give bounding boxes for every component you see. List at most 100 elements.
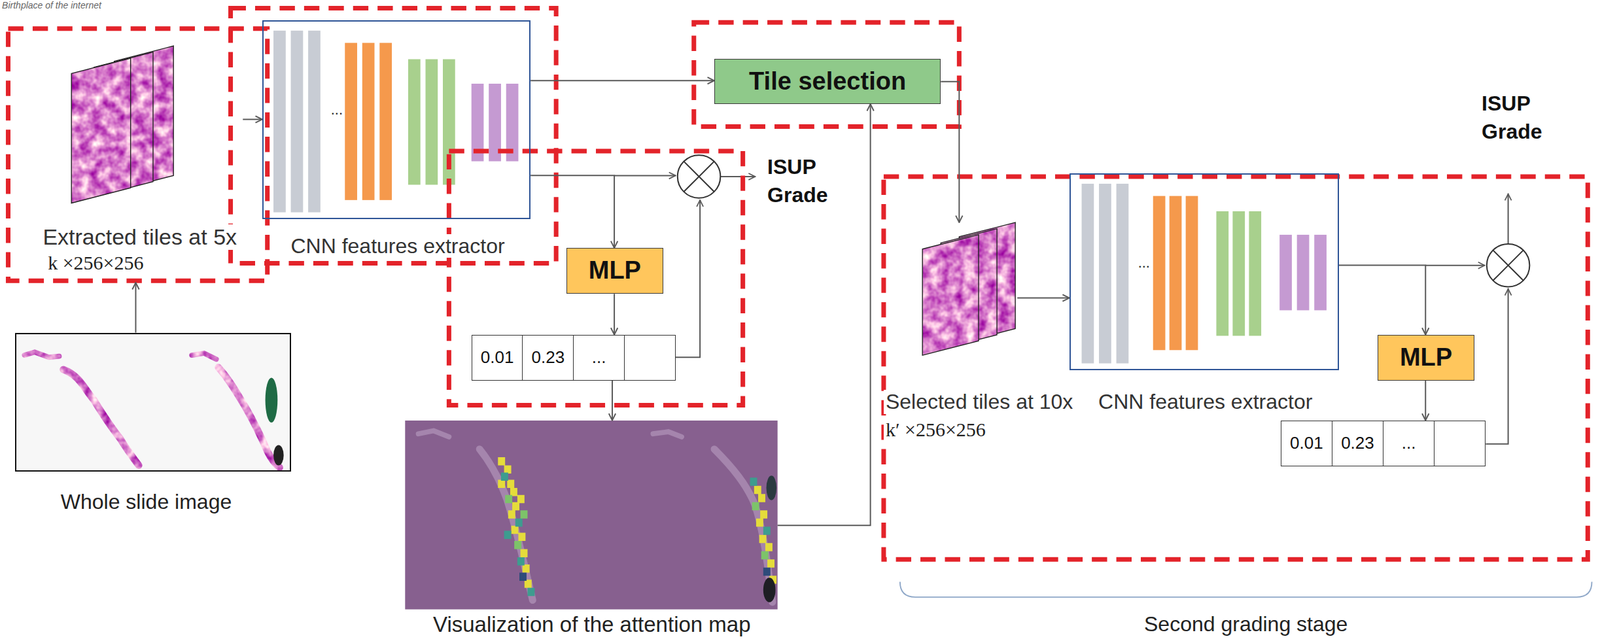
connector [242, 119, 263, 121]
cnn-block: ...CNN features extractor [262, 20, 531, 220]
layer-bar [1314, 234, 1327, 311]
connector [613, 293, 615, 335]
tissue-strip [63, 369, 139, 466]
slide-picture [15, 332, 291, 472]
caption: CNN features extractor [288, 234, 507, 259]
cell-value: ... [591, 347, 607, 368]
layer-bar [1297, 234, 1310, 311]
output-label: ISUP Grade [1481, 89, 1542, 146]
connector [1017, 297, 1070, 299]
process-box: Tile selection [714, 58, 941, 105]
layer-bar [273, 30, 286, 213]
vector-box: 0.01 0.23... [471, 334, 676, 381]
layer-bar [408, 59, 421, 186]
caption: Extracted tiles at 5x [40, 224, 239, 250]
connector [611, 380, 613, 421]
vector-cell: 0.01 [472, 335, 523, 381]
layer-bar [1169, 196, 1183, 351]
ink-mark [766, 475, 778, 500]
layer-bar [425, 59, 438, 186]
attention-picture [404, 420, 778, 610]
box-label: MLP [1399, 343, 1453, 373]
multiply-cross [683, 161, 714, 192]
layer-bar [1116, 183, 1130, 364]
caption: k′ ×256×256 [883, 418, 988, 442]
tissue-strip [218, 367, 280, 468]
cnn-layers [1081, 183, 1327, 364]
dashed-highlight [230, 7, 557, 263]
ellipsis: ... [329, 101, 345, 118]
mlp-box: MLP [566, 247, 664, 294]
ink-mark [763, 577, 776, 602]
caption: k ×256×256 [45, 251, 146, 275]
connector [134, 282, 137, 333]
wire [1507, 193, 1510, 244]
caption: CNN features extractor [1096, 389, 1315, 415]
ellipsis: ... [1136, 254, 1152, 271]
bracket [900, 581, 1593, 597]
attention-cells [504, 495, 768, 560]
layer-bar [1216, 211, 1229, 336]
wire [614, 174, 676, 176]
faint-tissue [652, 431, 682, 437]
tile-stack-picture [922, 222, 1016, 356]
cell-value: 0.23 [1340, 433, 1375, 454]
tissue-tile [922, 234, 979, 356]
connector [1339, 265, 1427, 335]
slide-ground [15, 332, 291, 472]
ink-mark [265, 377, 279, 423]
layer-bar [1185, 196, 1199, 351]
vector-cell: ... [573, 335, 625, 381]
layer-bar [379, 43, 392, 201]
tissue-strip [191, 353, 216, 360]
multiply-symbol [1486, 243, 1531, 288]
multiply-circle [1486, 243, 1531, 288]
dashed-highlight [694, 22, 960, 127]
tile-outline [922, 234, 979, 356]
connector [940, 81, 959, 223]
layer-bar [291, 30, 304, 213]
box-label: MLP [588, 256, 642, 286]
tissue-tile [71, 58, 131, 204]
connector [530, 79, 715, 82]
attention-map: Visualization of the attention map [404, 420, 778, 610]
vector-cell [1433, 421, 1485, 466]
layer-bar [1153, 196, 1166, 351]
vector-cell: ... [1382, 421, 1434, 466]
tile-outline [71, 58, 131, 204]
attention-ground [404, 420, 778, 610]
cnn-block: ...CNN features extractor [1069, 173, 1340, 371]
wires [614, 175, 1509, 444]
vector-box: 0.010.23... [1280, 420, 1487, 467]
layer-bar [1098, 183, 1112, 364]
dashed-highlight [883, 176, 1588, 560]
wire [720, 175, 755, 178]
ink-mark [273, 444, 284, 466]
layer-bar [1279, 234, 1292, 311]
layer-bar [344, 43, 358, 201]
tissue-strip [24, 351, 59, 358]
multiply-cross [1493, 250, 1524, 281]
layer-bar [362, 43, 375, 201]
caption: Visualization of the attention map [431, 612, 753, 638]
attention-cells [501, 472, 773, 597]
stage-label: Second grading stage [1144, 612, 1348, 637]
cell-value: ... [1401, 433, 1417, 454]
cell-value: 0.23 [531, 347, 566, 368]
layer-bar [1081, 183, 1095, 364]
slide-image: Whole slide image [15, 332, 291, 472]
multiply-symbol [677, 155, 721, 199]
cell-value: 0.01 [480, 347, 515, 368]
vector-cell: 0.23 [521, 335, 574, 381]
highlight-boxes [7, 7, 1588, 560]
box-label: Tile selection [748, 67, 906, 97]
output-label: ISUP Grade [767, 153, 828, 210]
faint-tissue [418, 431, 450, 437]
caption: Selected tiles at 10x [883, 389, 1075, 415]
attention-cells [497, 457, 777, 589]
vector-cell: 0.23 [1331, 421, 1383, 466]
tile-stack-picture [71, 45, 174, 203]
vector-cell [624, 335, 676, 381]
caption: Whole slide image [58, 489, 234, 515]
